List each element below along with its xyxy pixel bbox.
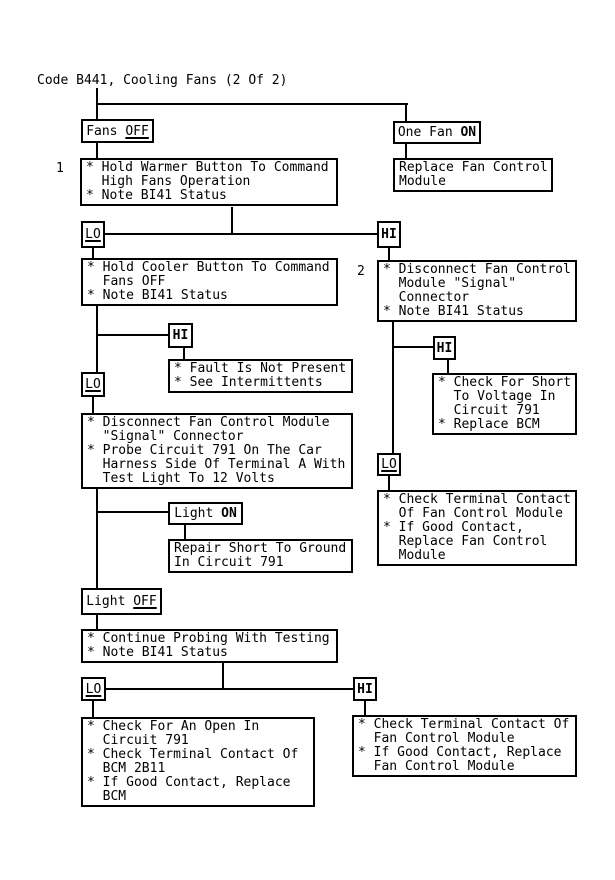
connector-vertical [405,142,407,160]
connector-horizontal [392,346,435,348]
connector-vertical [92,395,94,415]
branch-hi-1: HI [377,221,401,248]
branch-status-hi: HI [436,340,453,356]
connector-horizontal [104,688,355,690]
branch-status-lo: LO [85,227,101,242]
branch-label: One Fan [397,125,461,140]
node-check-short-to-voltage: * Check For Short To Voltage In Circuit … [432,373,577,435]
branch-status-hi: HI [357,681,373,697]
connector-vertical [92,699,94,719]
branch-light-off: Light OFF [81,588,162,615]
connector-vertical [231,207,233,235]
branch-lo-4: LO [81,677,106,701]
step-number-2: 2 [357,264,365,279]
branch-lo-1: LO [81,221,105,248]
branch-hi-2: HI [168,323,193,348]
branch-one-fan-on: One Fan ON [393,121,481,144]
branch-fans-off: Fans OFF [81,119,154,143]
branch-status-off: OFF [125,123,149,139]
branch-lo-3: LO [377,453,401,476]
branch-light-on: Light ON [168,502,243,525]
branch-status-off: OFF [133,594,157,609]
connector-horizontal [96,334,170,336]
branch-status-on: ON [221,506,237,521]
branch-status-lo: LO [85,377,101,392]
node-continue-probing: * Continue Probing With Testing* Note BI… [81,629,338,663]
connector-vertical [96,484,98,590]
connector-horizontal [96,103,408,105]
connector-vertical [388,246,390,262]
connector-vertical [364,699,366,717]
node-hold-warmer-button: * Hold Warmer Button To Command High Fan… [80,158,338,206]
connector-vertical [96,305,98,374]
connector-vertical [447,358,449,375]
branch-hi-3: HI [433,336,456,360]
connector-vertical [96,613,98,631]
branch-status-hi: HI [381,227,397,242]
branch-status-lo: LO [85,681,102,697]
branch-status-lo: LO [381,457,397,472]
branch-status-on: ON [460,125,477,140]
connector-vertical [96,140,98,160]
connector-vertical [222,663,224,690]
connector-vertical [92,246,94,260]
branch-hi-4: HI [353,677,377,701]
branch-label: Light [86,594,134,609]
node-check-open-circuit-791: * Check For An Open In Circuit 791* Chec… [81,717,315,807]
node-disconnect-signal-connector: * Disconnect Fan Control Module "Signal"… [377,260,577,322]
step-number-1: 1 [56,161,64,176]
connector-horizontal [96,511,170,513]
connector-vertical [184,522,186,541]
connector-vertical [183,346,185,361]
branch-label: Fans [86,123,126,139]
node-hold-cooler-button: * Hold Cooler Button To Command Fans OFF… [81,258,338,306]
connector-vertical [405,103,407,123]
node-fault-not-present: * Fault Is Not Present* See Intermittent… [168,359,353,393]
node-probe-circuit-791: * Disconnect Fan Control Module "Signal"… [81,413,353,489]
branch-lo-2: LO [81,372,105,397]
connector-vertical [392,320,394,455]
connector-vertical [388,474,390,492]
node-check-terminal-contact-right: * Check Terminal Contact Of Fan Control … [377,490,577,566]
branch-status-hi: HI [172,328,189,343]
connector-horizontal [103,233,379,235]
node-check-terminal-contact-bottom: * Check Terminal Contact Of Fan Control … [352,715,577,777]
page-title: Code B441, Cooling Fans (2 Of 2) [37,73,288,88]
branch-label: Light [174,506,222,521]
